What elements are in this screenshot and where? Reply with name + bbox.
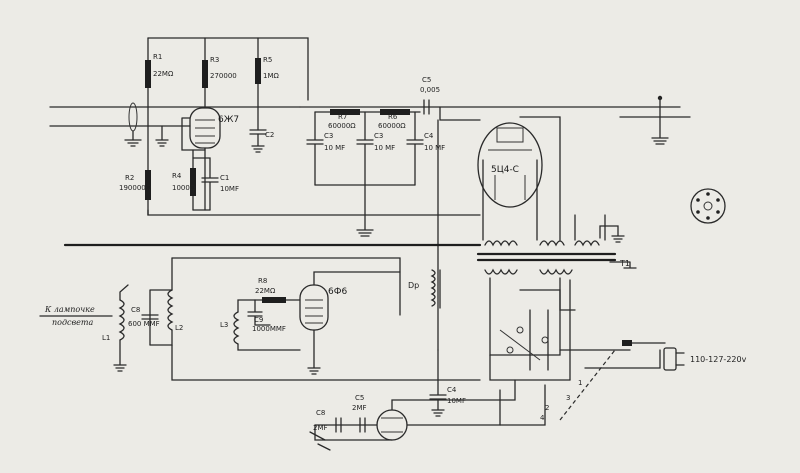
tube-6zh7 [181,107,221,159]
label-r5: R5 [263,56,272,64]
resistor-r3 [202,60,208,88]
label-l1: L1 [102,334,110,342]
coil-l1 [118,299,125,341]
label-switch-2: 2 [545,404,549,412]
label-r1-value: 22MΩ [153,70,174,78]
label-c8-bottom: C8 [316,409,325,417]
label-c3b-value: 10 MF [374,144,395,152]
label-c8-left-value: 600 MMF [128,320,160,328]
label-c4-top-value: 10 MF [424,144,445,152]
label-r5-value: 1MΩ [263,72,279,80]
transformer-t1 [476,240,617,275]
label-c3a: C3 [324,132,333,140]
resistor-r1 [145,60,151,88]
tube-socket-icon [690,188,726,224]
filter-section: C5 0,005 R7 60000Ω R6 60000Ω C3 10 MF C3… [299,76,691,237]
fuse-icon [622,340,632,346]
coil-l3 [233,311,240,345]
label-r6: R6 [388,113,398,121]
tube-5ts4s [477,122,543,208]
label-l3: L3 [220,321,228,329]
bottom-section: C8 2MF C5 2MF [309,379,546,451]
tube-6f6 [299,284,329,375]
label-r7-value: 60000Ω [328,122,356,130]
label-r1: R1 [153,53,162,61]
label-switch-4: 4 [540,414,545,422]
label-r2-value: 190000Ω [119,184,152,192]
label-switch-1: 1 [578,379,582,387]
label-c4-bottom-value: 10MF [447,397,466,405]
label-input-note-1: К лампочке [44,305,95,314]
label-r4: R4 [172,172,182,180]
label-c4-bottom: C4 [447,386,457,394]
label-r4-value: 1000Ω [172,184,196,192]
resistor-r4 [190,168,196,196]
label-c5-top: C5 [422,76,431,84]
resistor-r8 [262,297,286,303]
label-input-note-2: подсвета [52,318,93,327]
lamp-icon [376,409,408,441]
label-c3a-value: 10 MF [324,144,345,152]
label-choke: Dp [408,281,419,290]
label-tube-5ts4s: 5Ц4-С [491,165,519,175]
label-r3-value: 270000 [210,72,237,80]
label-c5-bottom-value: 2MF [352,404,367,412]
label-r8: R8 [258,277,267,285]
label-c8-left: C8 [131,306,140,314]
label-r8-value: 22MΩ [255,287,276,295]
resistor-r7 [330,109,360,115]
label-c9-value: 1000MMF [252,325,286,333]
choke-dp [430,269,441,309]
label-c2: C2 [265,131,274,139]
mains-plug-icon [663,347,677,371]
label-tube-6zh7: 6Ж7 [218,115,239,125]
label-r6-value: 60000Ω [378,122,406,130]
label-c1-value: 10MF [220,185,239,193]
label-l2: L2 [175,324,183,332]
label-r3: R3 [210,56,219,64]
label-c8-bottom-value: 2MF [313,424,328,432]
label-r2: R2 [125,174,134,182]
label-c3b: C3 [374,132,383,140]
label-c5-top-value: 0,005 [420,86,440,94]
label-c4-top: C4 [424,132,434,140]
resistor-r6 [380,109,410,115]
label-c5-bottom: C5 [355,394,364,402]
oscillator-stage: L2 C8 600 MMF L1 К лампочке подсвета L3 … [39,243,482,417]
label-tube-6f6: 6Ф6 [328,287,347,297]
coil-l2 [167,289,174,331]
label-transformer: T1 [619,259,630,268]
resistor-r5 [255,58,261,84]
amplifier-stage: R1 22MΩ R3 270000 R5 1MΩ 6Ж7 C2 R2 19000… [49,37,481,216]
label-mains-voltage: 110-127-220v [690,355,747,364]
power-supply: 5Ц4-С T1 1 2 3 4 [437,106,747,422]
label-c9: C9 [254,316,263,324]
label-r7: R7 [338,113,347,121]
resistor-r2 [145,170,151,200]
label-c1: C1 [220,174,229,182]
label-switch-3: 3 [566,394,570,402]
